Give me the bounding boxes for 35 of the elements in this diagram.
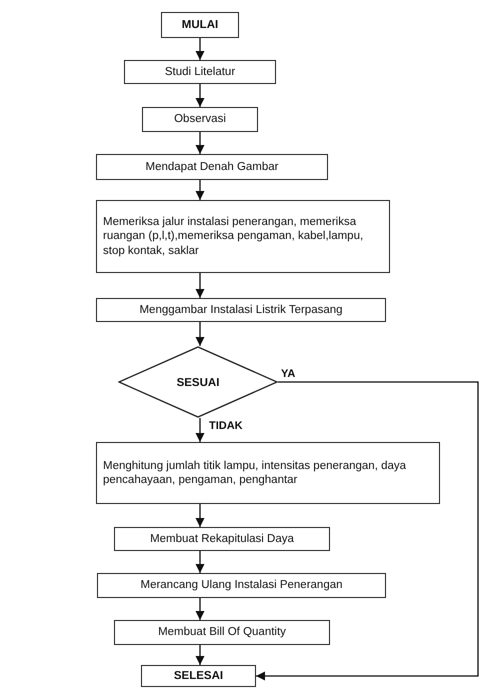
node-text: Membuat Bill Of Quantity (158, 625, 286, 640)
process-box (141, 665, 256, 687)
arrow (196, 551, 204, 573)
arrow (196, 598, 204, 620)
arrow (196, 504, 204, 527)
arrow (196, 418, 204, 442)
node-text: Membuat Rekapitulasi Daya (150, 532, 294, 546)
node-text: SESUAI (176, 377, 220, 389)
process-box (96, 154, 328, 180)
process-box (96, 442, 440, 504)
arrow (196, 132, 204, 154)
arrow (196, 645, 204, 665)
process-box (96, 298, 386, 322)
node-text: Mendapat Denah Gambar (146, 160, 278, 174)
arrow (196, 322, 204, 346)
node-text: Merancang Ulang Instalasi Penerangan (140, 578, 343, 593)
arrow (256, 381, 479, 680)
arrow (196, 84, 204, 107)
arrow (196, 180, 204, 200)
node-text: SELESAI (174, 668, 224, 684)
node-text: MULAI (182, 18, 218, 32)
arrow (196, 273, 204, 298)
node-text: Observasi (174, 112, 226, 127)
node-text: Memeriksa jalur instalasi penerangan, memeriksa ruangan (p,l,t),memeriksa pengaman, kabel,lampu, stop kontak, saklar (103, 214, 364, 258)
arrow (196, 38, 204, 60)
process-box (114, 620, 330, 645)
node-text: Menghitung jumlah titik lampu, intensitas penerangan, daya pencahayaan, pengaman, penghantar (103, 458, 408, 488)
node-text: Menggambar Instalasi Listrik Terpasang (139, 302, 343, 318)
process-box (161, 12, 239, 38)
process-box (142, 107, 258, 132)
process-box (124, 60, 276, 84)
process-box (96, 200, 390, 273)
process-box (114, 527, 330, 551)
node-text: Studi Litelatur (164, 64, 236, 80)
process-box (97, 573, 386, 598)
